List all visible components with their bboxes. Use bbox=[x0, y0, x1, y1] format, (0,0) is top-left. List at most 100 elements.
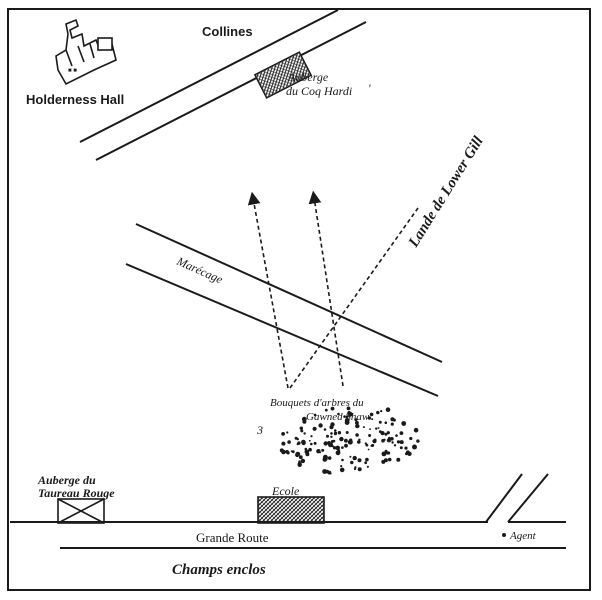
tree-dot bbox=[399, 440, 404, 445]
tree-dot bbox=[395, 434, 398, 437]
tree-dot bbox=[353, 467, 357, 471]
tree-dot bbox=[377, 427, 380, 429]
tree-dot bbox=[347, 439, 353, 445]
tree-dot bbox=[387, 436, 391, 440]
tree-dot bbox=[384, 421, 388, 425]
tree-dot bbox=[354, 418, 358, 422]
tree-dot bbox=[340, 465, 343, 468]
tree-dot bbox=[380, 431, 385, 436]
holderness-hall-building: ■ ■ bbox=[55, 18, 117, 86]
tree-dot bbox=[396, 457, 401, 462]
tree-dot bbox=[318, 423, 323, 428]
tree-dot bbox=[357, 440, 361, 444]
tree-dot bbox=[339, 467, 345, 473]
tree-dot bbox=[302, 419, 307, 424]
tree-dot bbox=[303, 432, 306, 435]
tree-dot bbox=[347, 411, 353, 417]
label-auberge-coq-1: Auberge bbox=[287, 70, 329, 84]
path-lines bbox=[247, 190, 419, 389]
tree-dot bbox=[344, 418, 350, 423]
tree-dot bbox=[370, 445, 373, 447]
tree-dot bbox=[324, 408, 328, 412]
label-agent: Agent bbox=[509, 530, 537, 542]
label-grande-route: Grande Route bbox=[196, 530, 269, 545]
tree-dot bbox=[352, 455, 357, 461]
tree-dot bbox=[327, 441, 331, 445]
auberge-coq-hardi-building bbox=[253, 51, 313, 99]
tree-dot bbox=[355, 423, 360, 429]
tree-dot bbox=[337, 449, 341, 452]
tree-dot bbox=[310, 435, 313, 438]
tree-dot bbox=[367, 416, 372, 420]
marecage-band bbox=[125, 223, 443, 397]
tree-dot bbox=[387, 457, 392, 462]
label-ecole: Ecole bbox=[271, 484, 300, 498]
tree-dot bbox=[355, 420, 359, 425]
tree-dot bbox=[287, 440, 291, 444]
tree-dot bbox=[390, 417, 395, 422]
tree-dot bbox=[312, 426, 317, 431]
tree-dot bbox=[332, 446, 337, 450]
top-road bbox=[79, 9, 367, 161]
tree-dot bbox=[341, 458, 344, 462]
tree-dot bbox=[369, 412, 374, 417]
tree-dot bbox=[304, 449, 310, 455]
tree-dot bbox=[291, 450, 295, 454]
tree-dot bbox=[413, 427, 419, 433]
tree-dot bbox=[344, 443, 348, 448]
tree-dot bbox=[373, 438, 377, 442]
tree-dot bbox=[399, 446, 403, 450]
label-holderness-hall: Holderness Hall bbox=[26, 92, 124, 107]
label-bouquets-2: Gawned Shaw bbox=[306, 411, 370, 423]
tree-dot bbox=[390, 437, 394, 441]
tree-dot bbox=[378, 420, 382, 424]
label-lande: Lande de Lower Gill bbox=[405, 133, 487, 251]
tree-dot bbox=[313, 441, 317, 445]
tree-dot bbox=[407, 451, 412, 456]
tree-dot bbox=[330, 406, 335, 411]
tree-dot bbox=[385, 407, 391, 413]
tree-dot bbox=[322, 469, 327, 474]
tree-dot bbox=[337, 431, 342, 435]
tree-dot bbox=[295, 452, 300, 458]
label-bouquets-1: Bouquets d'arbres du bbox=[270, 397, 364, 409]
tree-dot bbox=[330, 435, 333, 438]
path-arrow-left bbox=[247, 191, 289, 389]
label-auberge-taureau-2: Taureau Rouge bbox=[38, 486, 115, 500]
tree-dot bbox=[357, 467, 362, 472]
tree-dot bbox=[376, 410, 380, 415]
tree-dot bbox=[396, 440, 401, 444]
tree-dot bbox=[331, 444, 334, 448]
tree-dot bbox=[297, 461, 302, 466]
tree-dot bbox=[281, 432, 285, 436]
label-auberge-taureau-1: Auberge du bbox=[37, 473, 96, 487]
tree-dot bbox=[319, 451, 322, 454]
tree-dot bbox=[366, 465, 369, 468]
svg-text:■ ■: ■ ■ bbox=[68, 68, 77, 74]
tree-dot bbox=[381, 460, 384, 463]
tree-dot bbox=[381, 451, 387, 457]
tree-dot bbox=[313, 413, 317, 417]
tree-dot bbox=[339, 436, 344, 442]
tree-dot bbox=[341, 446, 344, 449]
tree-dot bbox=[308, 447, 312, 452]
tree-dot bbox=[362, 426, 365, 429]
tree-dot bbox=[412, 444, 417, 450]
path-to-lande bbox=[289, 207, 419, 389]
tree-dot bbox=[390, 422, 394, 426]
tree-dot bbox=[298, 455, 303, 460]
tree-dot bbox=[383, 458, 388, 463]
tree-dot bbox=[416, 439, 420, 443]
tree-dot bbox=[333, 431, 338, 435]
tree-dot bbox=[343, 415, 346, 418]
tree-dot bbox=[405, 452, 408, 456]
label-auberge-coq-2: du Coq Hardi bbox=[286, 84, 352, 98]
label-auberge-coq-mark: ' bbox=[368, 81, 371, 95]
tree-dot bbox=[365, 457, 369, 462]
tree-dot bbox=[330, 432, 333, 435]
tree-dot bbox=[300, 429, 304, 433]
tree-dot bbox=[358, 438, 361, 441]
tree-dot bbox=[365, 443, 369, 447]
label-collines: Collines bbox=[202, 24, 253, 39]
